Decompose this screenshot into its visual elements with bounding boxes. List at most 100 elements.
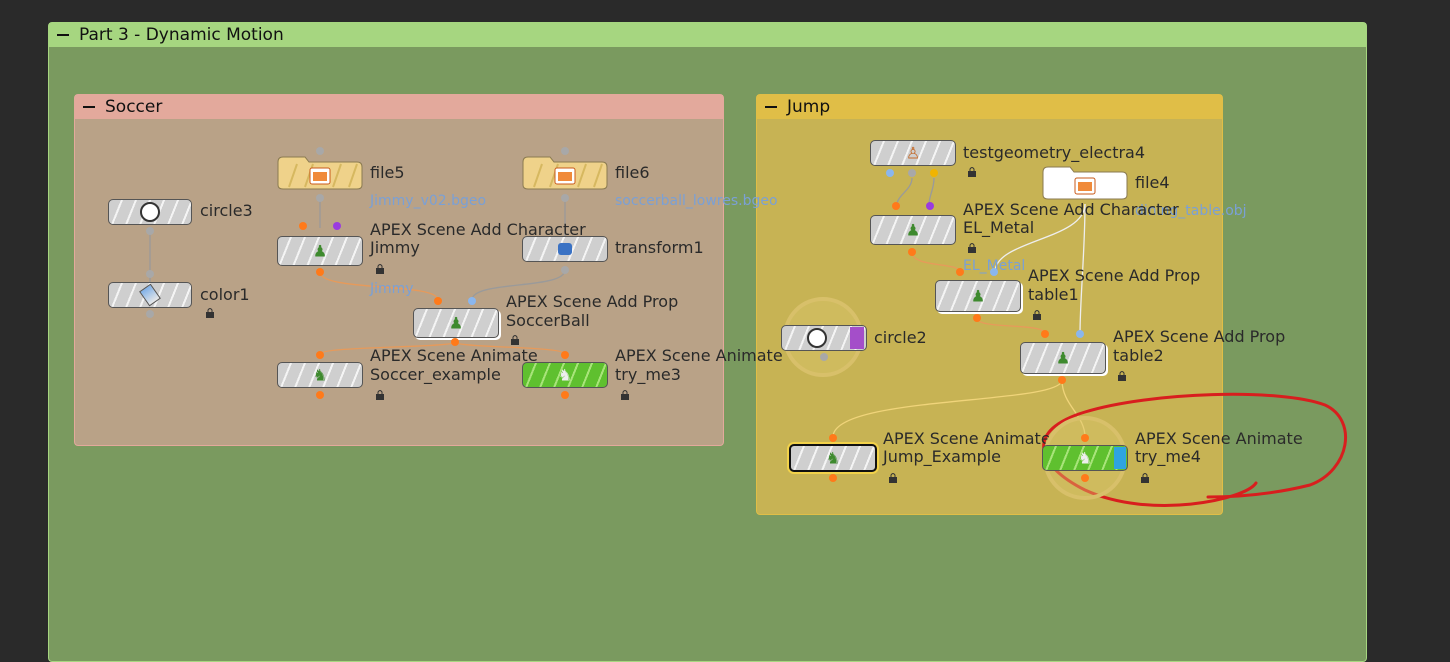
network-box-soccer[interactable]: Soccer	[74, 94, 724, 446]
input-connector[interactable]	[299, 222, 307, 230]
node-file4-path: dining_table.obj	[1135, 203, 1247, 219]
lock-icon[interactable]	[375, 263, 385, 274]
node-try-me3-type: APEX Scene Animate	[615, 346, 783, 365]
lock-icon[interactable]	[1117, 370, 1127, 381]
character-icon: ♟	[312, 241, 328, 261]
output-connector[interactable]	[451, 338, 459, 346]
lock-icon[interactable]	[510, 334, 520, 345]
lock-icon[interactable]	[888, 472, 898, 483]
output-connector[interactable]	[1081, 474, 1089, 482]
lock-icon[interactable]	[620, 389, 630, 400]
node-circle3[interactable]	[108, 199, 192, 225]
input-connector[interactable]	[892, 202, 900, 210]
node-transform1[interactable]	[522, 236, 608, 262]
output-connector[interactable]	[561, 266, 569, 274]
output-connector[interactable]	[930, 169, 938, 177]
network-box-soccer-header[interactable]: Soccer	[75, 95, 723, 119]
node-table1-type: APEX Scene Add Prop	[1028, 266, 1201, 285]
collapse-icon[interactable]	[57, 34, 69, 36]
node-table2-name: table2	[1113, 346, 1164, 365]
node-try-me4[interactable]: ♞	[1042, 445, 1128, 471]
output-connector[interactable]	[908, 169, 916, 177]
output-connector[interactable]	[908, 248, 916, 256]
input-connector[interactable]	[926, 202, 934, 210]
node-table1-name: table1	[1028, 285, 1079, 304]
input-connector[interactable]	[1081, 434, 1089, 442]
output-connector[interactable]	[886, 169, 894, 177]
input-connector[interactable]	[561, 147, 569, 155]
color-icon	[139, 283, 161, 307]
output-connector[interactable]	[561, 194, 569, 202]
prop-icon: ♟	[970, 286, 986, 306]
output-connector[interactable]	[829, 474, 837, 482]
input-connector[interactable]	[316, 147, 324, 155]
input-connector[interactable]	[990, 268, 998, 276]
node-testgeometry-electra4[interactable]: ♙	[870, 140, 956, 166]
node-jump-example[interactable]: ♞	[789, 444, 877, 472]
node-testgeometry-electra4-name: testgeometry_electra4	[963, 143, 1146, 162]
node-circle3-name: circle3	[200, 201, 253, 220]
circle-icon	[140, 202, 160, 222]
node-file6[interactable]	[522, 156, 608, 190]
input-connector[interactable]	[316, 351, 324, 359]
lock-icon[interactable]	[1140, 472, 1150, 483]
node-jimmy[interactable]: ♟	[277, 236, 363, 266]
node-jump-example-type: APEX Scene Animate	[883, 429, 1051, 448]
output-connector[interactable]	[316, 391, 324, 399]
input-connector[interactable]	[434, 297, 442, 305]
input-connector[interactable]	[1076, 330, 1084, 338]
lock-icon[interactable]	[967, 242, 977, 253]
node-table2[interactable]: ♟	[1020, 342, 1106, 374]
node-soccer-example[interactable]: ♞	[277, 362, 363, 388]
node-color1[interactable]	[108, 282, 192, 308]
node-file5[interactable]	[277, 156, 363, 190]
lock-icon[interactable]	[1032, 309, 1042, 320]
input-connector[interactable]	[1041, 330, 1049, 338]
node-circle2[interactable]	[781, 325, 867, 351]
input-connector[interactable]	[146, 270, 154, 278]
display-flag[interactable]	[1114, 447, 1126, 469]
input-connector[interactable]	[829, 434, 837, 442]
output-connector[interactable]	[973, 314, 981, 322]
node-try-me3[interactable]: ♞	[522, 362, 608, 388]
node-try-me4-name: try_me4	[1135, 447, 1201, 466]
output-connector[interactable]	[561, 391, 569, 399]
output-connector[interactable]	[1058, 376, 1066, 384]
network-box-part3-header[interactable]: Part 3 - Dynamic Motion	[49, 23, 1366, 47]
character-icon: ♟	[905, 220, 921, 240]
circle-icon	[807, 328, 828, 348]
lock-icon[interactable]	[375, 389, 385, 400]
node-try-me4-type: APEX Scene Animate	[1135, 429, 1303, 448]
annotation-circle	[1042, 392, 1348, 507]
node-file6-path: soccerball_lowres.bgeo	[615, 193, 778, 209]
prop-icon: ♟	[448, 313, 464, 333]
node-soccerball[interactable]: ♟	[413, 308, 499, 338]
node-table1[interactable]: ♟	[935, 280, 1021, 312]
node-file4[interactable]	[1042, 166, 1128, 200]
output-connector[interactable]	[820, 353, 828, 361]
lock-icon[interactable]	[967, 166, 977, 177]
output-connector[interactable]	[316, 194, 324, 202]
input-connector[interactable]	[561, 351, 569, 359]
collapse-icon[interactable]	[83, 106, 95, 108]
lock-icon[interactable]	[205, 307, 215, 318]
node-table1-input-label: EL_Metal	[963, 258, 1026, 274]
node-file4-name: file4	[1135, 173, 1170, 192]
animate-icon: ♞	[825, 448, 841, 468]
node-jump-example-name: Jump_Example	[883, 447, 1002, 466]
output-connector[interactable]	[316, 268, 324, 276]
output-connector[interactable]	[146, 310, 154, 318]
collapse-icon[interactable]	[765, 106, 777, 108]
node-jimmy-name: Jimmy	[370, 238, 420, 257]
network-box-jump-header[interactable]: Jump	[757, 95, 1222, 119]
node-el-metal[interactable]: ♟	[870, 215, 956, 245]
network-box-soccer-title: Soccer	[105, 97, 163, 117]
input-connector[interactable]	[468, 297, 476, 305]
node-el-metal-name: EL_Metal	[963, 218, 1035, 237]
node-file5-path: Jimmy_v02.bgeo	[370, 193, 487, 209]
display-flag[interactable]	[850, 327, 864, 349]
input-connector[interactable]	[333, 222, 341, 230]
node-wires	[149, 177, 1348, 507]
output-connector[interactable]	[146, 227, 154, 235]
input-connector[interactable]	[956, 268, 964, 276]
